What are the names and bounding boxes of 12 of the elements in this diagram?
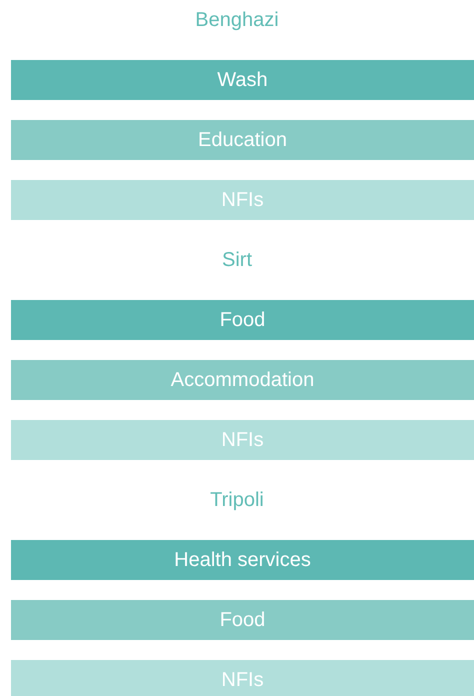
city-heading: Sirt <box>221 248 253 273</box>
category-band: Accommodation <box>11 360 474 400</box>
category-band: Education <box>11 120 474 160</box>
category-band: NFIs <box>11 660 474 696</box>
city-heading: Benghazi <box>194 8 280 33</box>
category-band: Food <box>11 600 474 640</box>
category-band: NFIs <box>11 180 474 220</box>
city-heading: Tripoli <box>209 488 265 513</box>
category-band: Health services <box>11 540 474 580</box>
category-band: NFIs <box>11 420 474 460</box>
category-band: Food <box>11 300 474 340</box>
category-band: Wash <box>11 60 474 100</box>
